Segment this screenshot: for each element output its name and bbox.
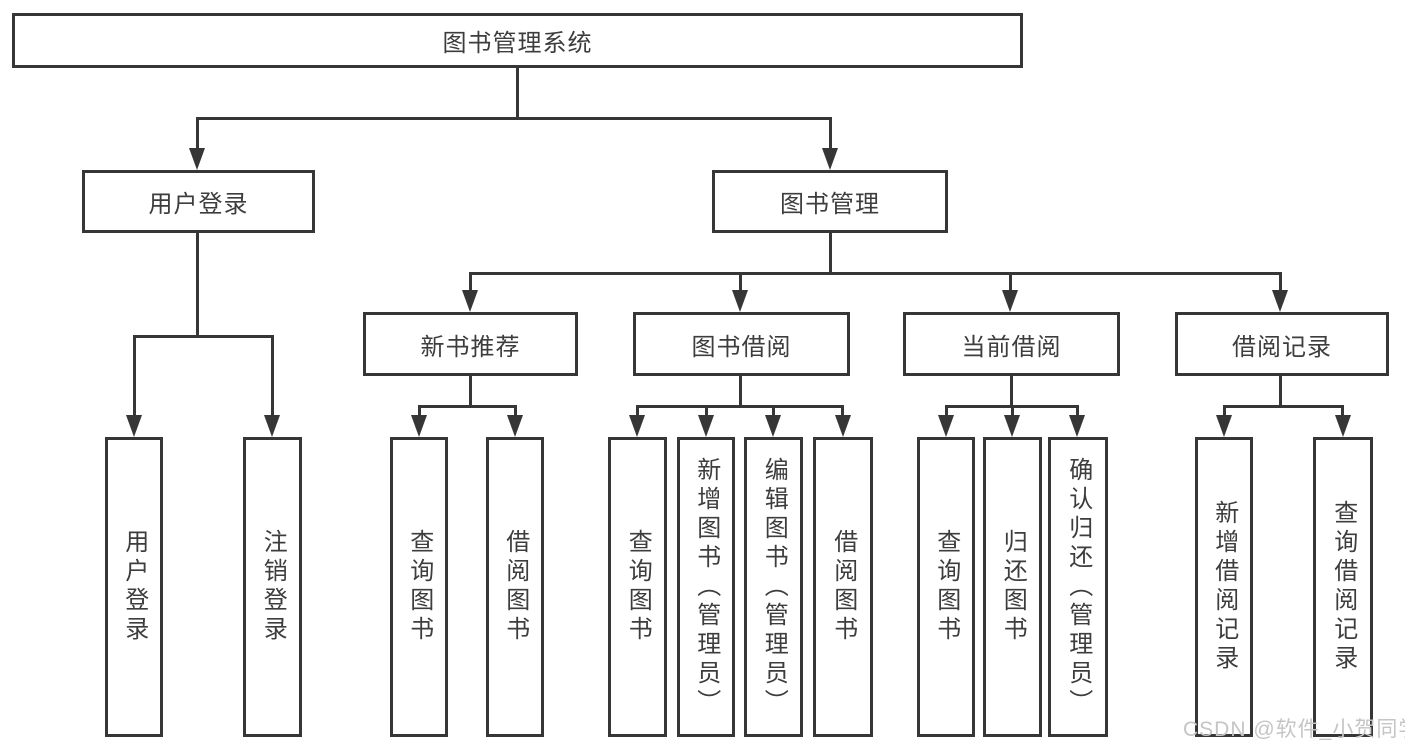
node-current-borrowing: 当前借阅 <box>903 312 1120 376</box>
leaf-edit-books-admin: 编辑图书（管理员） <box>744 437 803 737</box>
leaf-label: 归还图书 <box>999 529 1027 645</box>
connector-line <box>133 335 136 417</box>
connector-line <box>636 405 639 417</box>
connector-line <box>1011 405 1014 417</box>
node-user-login: 用户登录 <box>82 170 315 233</box>
connector-line <box>418 405 517 408</box>
node-label: 图书借阅 <box>691 333 792 361</box>
connector-line <box>418 405 421 417</box>
leaf-borrow-books-2: 借阅图书 <box>813 437 873 737</box>
leaf-borrow-books-1: 借阅图书 <box>486 437 544 737</box>
connector-line <box>829 233 832 275</box>
arrow-down-icon <box>462 290 478 312</box>
arrow-down-icon <box>938 415 954 437</box>
leaf-query-books-3: 查询图书 <box>917 437 975 737</box>
leaf-add-borrow-record: 新增借阅记录 <box>1195 437 1253 737</box>
arrow-down-icon <box>732 290 748 312</box>
node-label: 新书推荐 <box>420 333 521 361</box>
leaf-label: 确认归还（管理员） <box>1064 456 1092 718</box>
connector-line <box>739 376 742 407</box>
connector-line <box>1223 405 1226 417</box>
leaf-label: 查询图书 <box>405 529 433 645</box>
leaf-label: 新增借阅记录 <box>1210 500 1238 674</box>
connector-line <box>705 405 708 417</box>
arrow-down-icon <box>189 148 205 170</box>
connector-line <box>1076 405 1079 417</box>
leaf-query-borrow-record: 查询借阅记录 <box>1313 437 1373 737</box>
leaf-label: 借阅图书 <box>829 529 857 645</box>
leaf-return-books: 归还图书 <box>983 437 1042 737</box>
arrow-down-icon <box>1002 290 1018 312</box>
connector-line <box>1341 405 1344 417</box>
node-book-borrowing: 图书借阅 <box>633 312 850 376</box>
node-label: 借阅记录 <box>1232 333 1332 361</box>
leaf-label: 注销登录 <box>259 529 287 645</box>
node-library-system: 图书管理系统 <box>12 13 1023 68</box>
arrow-down-icon <box>835 415 851 437</box>
arrow-down-icon <box>264 415 280 437</box>
leaf-query-books-1: 查询图书 <box>390 437 448 737</box>
leaf-label: 查询图书 <box>624 529 652 645</box>
csdn-watermark: CSDN @软件_小贺同学 <box>1183 718 1405 741</box>
arrow-down-icon <box>507 415 523 437</box>
connector-line <box>772 405 775 417</box>
arrow-down-icon <box>1069 415 1085 437</box>
node-new-book-recommend: 新书推荐 <box>363 312 578 376</box>
connector-line <box>1010 376 1013 407</box>
arrow-down-icon <box>1216 415 1232 437</box>
arrow-down-icon <box>765 415 781 437</box>
connector-line <box>469 272 1282 275</box>
node-label: 当前借阅 <box>961 333 1062 361</box>
leaf-logout: 注销登录 <box>243 437 302 737</box>
connector-line <box>1009 272 1012 292</box>
connector-line <box>1279 272 1282 292</box>
connector-line <box>739 272 742 292</box>
connector-line <box>469 376 472 407</box>
connector-line <box>196 233 199 337</box>
leaf-label: 新增图书（管理员） <box>692 456 720 718</box>
leaf-user-login: 用户登录 <box>105 437 163 737</box>
leaf-add-books-admin: 新增图书（管理员） <box>677 437 735 737</box>
connector-line <box>271 335 274 417</box>
leaf-label: 用户登录 <box>120 529 148 645</box>
connector-line <box>1279 376 1282 407</box>
leaf-label: 编辑图书（管理员） <box>760 456 788 718</box>
connector-line <box>516 68 519 119</box>
connector-line <box>829 117 832 151</box>
arrow-down-icon <box>1004 415 1020 437</box>
leaf-confirm-return-admin: 确认归还（管理员） <box>1048 437 1108 737</box>
arrow-down-icon <box>126 415 142 437</box>
leaf-label: 查询借阅记录 <box>1329 500 1357 674</box>
connector-line <box>841 405 844 417</box>
connector-line <box>469 272 472 292</box>
arrow-down-icon <box>1335 415 1351 437</box>
node-borrowing-records: 借阅记录 <box>1175 312 1389 376</box>
connector-line <box>133 335 274 338</box>
arrow-down-icon <box>411 415 427 437</box>
connector-line <box>514 405 517 417</box>
arrow-down-icon <box>629 415 645 437</box>
arrow-down-icon <box>822 148 838 170</box>
connector-line <box>196 117 832 120</box>
connector-line <box>196 117 199 151</box>
node-book-management: 图书管理 <box>712 170 948 233</box>
leaf-query-books-2: 查询图书 <box>608 437 667 737</box>
arrow-down-icon <box>1272 290 1288 312</box>
arrow-down-icon <box>698 415 714 437</box>
node-label: 用户登录 <box>148 191 249 218</box>
leaf-label: 借阅图书 <box>501 529 529 645</box>
connector-line <box>1223 405 1344 408</box>
connector-line <box>945 405 948 417</box>
node-label: 图书管理 <box>780 191 880 218</box>
connector-line <box>636 405 844 408</box>
leaf-label: 查询图书 <box>932 529 960 645</box>
node-label: 图书管理系统 <box>442 30 593 57</box>
